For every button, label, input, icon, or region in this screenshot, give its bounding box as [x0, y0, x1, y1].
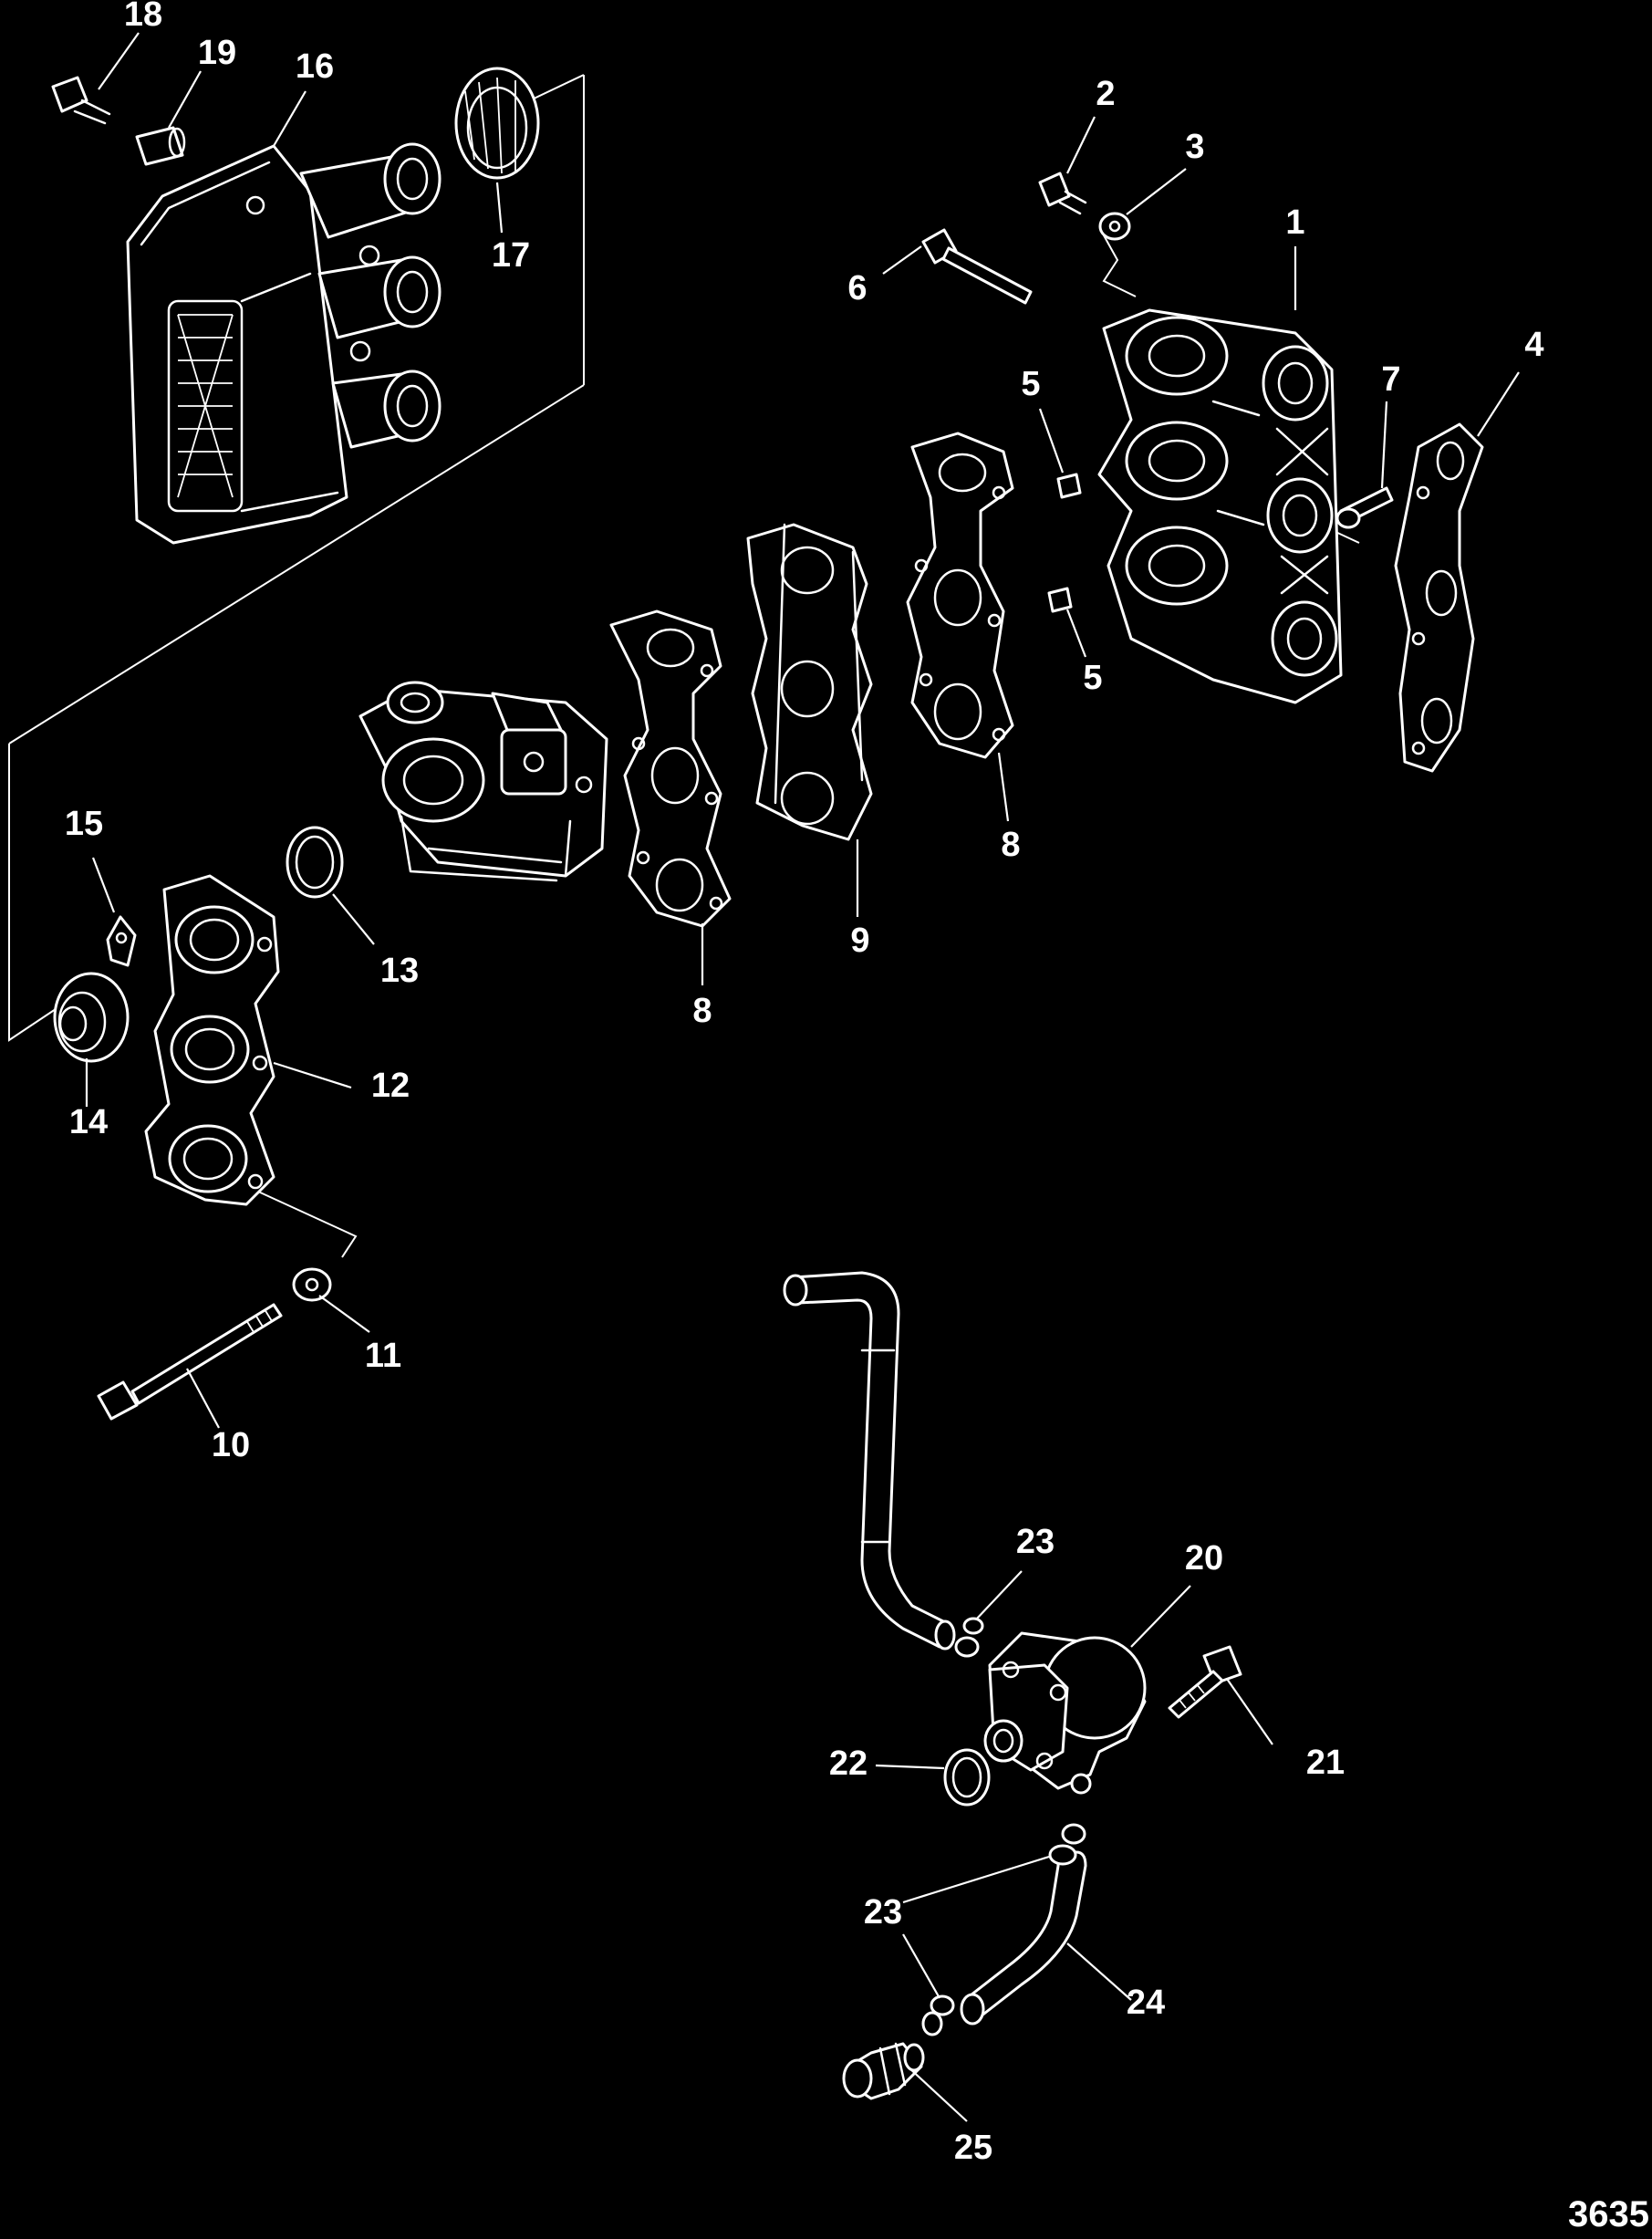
callout-20: 20 [1185, 1539, 1223, 1578]
spacer-9 [746, 523, 873, 841]
callout-23-upper: 23 [1016, 1523, 1055, 1561]
fitting-25 [842, 2042, 925, 2100]
callout-15: 15 [65, 805, 103, 843]
bolt-10 [97, 1303, 283, 1421]
callout-7: 7 [1381, 360, 1400, 399]
intake-flange [144, 874, 280, 1206]
callout-22: 22 [829, 1744, 868, 1783]
callout-21: 21 [1306, 1744, 1345, 1782]
clip-15 [106, 915, 137, 967]
callout-9: 9 [850, 922, 869, 960]
callout-labels: 18 19 16 17 2 3 1 6 4 5 7 5 8 9 8 15 13 … [65, 0, 1544, 2167]
screw-2 [1038, 172, 1087, 215]
leader-lines [85, 32, 1520, 2122]
callout-4: 4 [1524, 326, 1543, 364]
figure-number: 3635 [1568, 2194, 1649, 2234]
carburetor [358, 681, 608, 882]
callout-14: 14 [69, 1103, 108, 1141]
callout-5-upper: 5 [1021, 365, 1040, 403]
callout-3: 3 [1185, 128, 1204, 166]
lower-fuel-hose [960, 1823, 1087, 2026]
hose-clip-upper [954, 1617, 984, 1658]
callout-17: 17 [492, 236, 530, 275]
callout-10: 10 [212, 1426, 250, 1464]
grommet-19 [135, 126, 186, 166]
callout-18: 18 [124, 0, 162, 34]
callout-6: 6 [847, 269, 867, 307]
bolt-6 [921, 228, 1033, 305]
fuel-pump [983, 1631, 1147, 1795]
air-silencer-cover [126, 142, 442, 545]
callout-1: 1 [1285, 203, 1304, 242]
callout-8-right: 8 [1001, 826, 1020, 864]
washer-3 [1098, 212, 1131, 241]
o-ring-22 [943, 1748, 991, 1807]
stud-7 [1335, 486, 1394, 529]
gasket-8-right [906, 432, 1014, 759]
callout-25: 25 [954, 2129, 992, 2167]
intake-manifold [1097, 308, 1343, 704]
callout-23-lower: 23 [864, 1893, 902, 1932]
gasket-4 [1394, 422, 1484, 773]
callout-11: 11 [365, 1337, 401, 1375]
o-ring-13 [286, 826, 344, 899]
callout-24: 24 [1127, 1984, 1165, 2022]
fitting-14 [53, 972, 130, 1063]
callout-5-lower: 5 [1083, 659, 1102, 697]
callout-13: 13 [380, 952, 419, 990]
screw-21 [1168, 1645, 1242, 1719]
gasket-8-left [609, 609, 732, 928]
hose-clip-lower [921, 1994, 955, 2036]
screw-18 [51, 76, 111, 125]
callout-2: 2 [1096, 75, 1115, 113]
upper-fuel-hose [783, 1271, 956, 1651]
callout-8-left: 8 [692, 992, 712, 1030]
washer-11 [292, 1267, 332, 1302]
callout-12: 12 [371, 1067, 410, 1105]
callout-19: 19 [198, 34, 236, 72]
callout-16: 16 [296, 47, 334, 86]
hose-clamp [454, 67, 540, 180]
dowel-pin-lower [1047, 587, 1073, 613]
dowel-pin-upper [1056, 473, 1082, 499]
